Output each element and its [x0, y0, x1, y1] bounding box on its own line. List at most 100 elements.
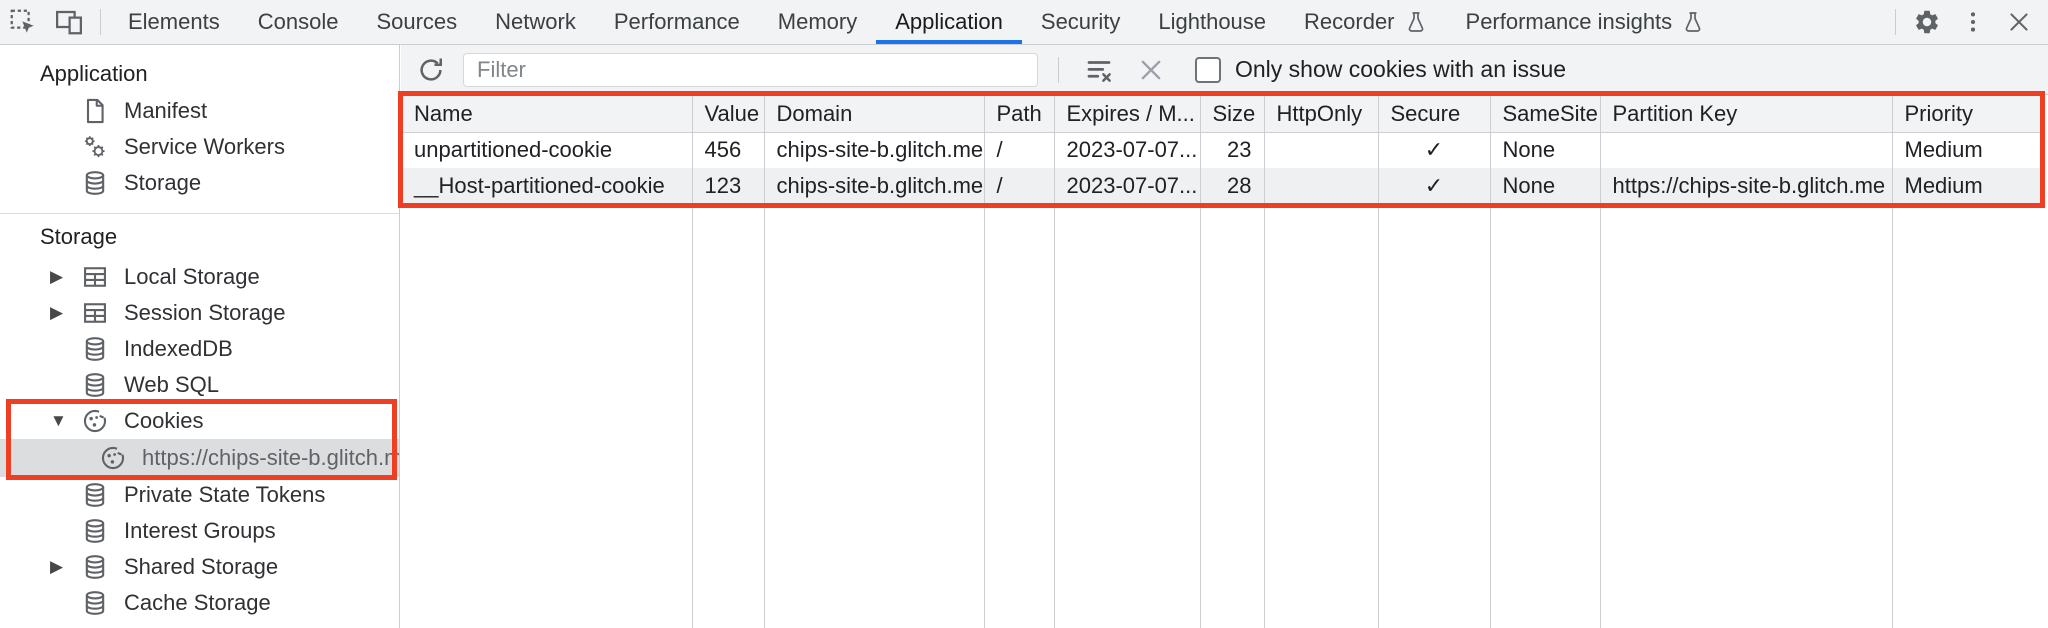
cell-samesite[interactable]: None	[1490, 168, 1601, 204]
column-header-httponly[interactable]: HttpOnly	[1264, 96, 1379, 133]
delete-all-cookies-button[interactable]	[1131, 50, 1171, 90]
refresh-button[interactable]	[411, 50, 451, 90]
cell-expires[interactable]: 2023-07-07...	[1054, 168, 1201, 204]
inspect-element-button[interactable]	[0, 0, 46, 44]
cell-value[interactable]: 123	[692, 168, 765, 204]
sidebar-item-web-sql[interactable]: Web SQL	[0, 367, 399, 403]
experiment-flask-icon	[1408, 12, 1423, 32]
chevron-down-icon[interactable]: ▼	[50, 411, 67, 430]
cell-name[interactable]: __Host-partitioned-cookie	[402, 168, 693, 204]
refresh-icon	[420, 58, 442, 81]
sidebar-item-storage[interactable]: Storage	[0, 165, 399, 201]
cookies-toolbar: Only show cookies with an issue	[401, 45, 2048, 95]
close-icon	[2010, 13, 2028, 31]
more-options-button[interactable]	[1950, 0, 1996, 44]
column-header-samesite[interactable]: SameSite	[1490, 96, 1601, 133]
cell-priority[interactable]: Medium	[1904, 137, 1983, 163]
tab-application[interactable]: Application	[876, 0, 1022, 44]
service-workers-gears-icon	[80, 132, 110, 162]
column-header-expires[interactable]: Expires / M...	[1054, 96, 1201, 133]
cell-path[interactable]: /	[984, 132, 1055, 168]
sidebar-item-service-workers[interactable]: Service Workers	[0, 129, 399, 165]
tab-label: Elements	[128, 9, 220, 34]
table-row[interactable]: unpartitioned-cookie 456 chips-site-b.gl…	[402, 132, 2040, 168]
column-header-value[interactable]: Value	[692, 96, 765, 133]
column-header-name[interactable]: Name	[402, 96, 693, 133]
sidebar-item-manifest[interactable]: Manifest	[0, 93, 399, 129]
tab-console[interactable]: Console	[239, 0, 358, 44]
column-header-secure[interactable]: Secure	[1378, 96, 1491, 133]
database-icon	[80, 370, 110, 400]
toggle-device-toolbar-button[interactable]	[46, 0, 92, 44]
tab-recorder[interactable]: Recorder	[1285, 0, 1446, 44]
cell-value[interactable]: 456	[692, 132, 765, 168]
chevron-right-icon[interactable]: ▶	[50, 557, 64, 576]
filter-input[interactable]	[463, 52, 1038, 87]
close-devtools-button[interactable]	[1996, 0, 2042, 44]
tab-label: Memory	[777, 9, 858, 34]
only-issue-cookies-checkbox[interactable]	[1195, 56, 1221, 83]
cookie-icon	[80, 406, 110, 436]
cell-path[interactable]: /	[984, 168, 1055, 204]
database-icon	[80, 168, 110, 198]
sidebar-item-indexeddb[interactable]: IndexedDB	[0, 331, 399, 367]
sidebar-item-private-state-tokens[interactable]: Private State Tokens	[0, 477, 399, 513]
cell-samesite[interactable]: None	[1490, 132, 1601, 168]
sidebar-section-application: Application	[40, 61, 148, 86]
table-grid-icon	[80, 298, 110, 328]
cell-priority[interactable]: Medium	[1892, 168, 2040, 204]
sidebar-item-cookies[interactable]: ▼ Cookies	[0, 403, 399, 439]
sidebar-section-storage: Storage	[0, 213, 399, 259]
tab-performance-insights[interactable]: Performance insights	[1447, 0, 1725, 44]
sidebar-item-label: Cookies	[124, 408, 204, 433]
database-icon	[80, 334, 110, 364]
chevron-right-icon[interactable]: ▶	[50, 303, 64, 322]
tabbar-divider	[1895, 9, 1896, 35]
cell-size[interactable]: 28	[1200, 168, 1265, 204]
tab-label: Security	[1040, 9, 1121, 34]
tab-security[interactable]: Security	[1022, 0, 1139, 44]
cell-domain[interactable]: chips-site-b.glitch.me	[764, 168, 985, 204]
sidebar-item-label: Web SQL	[124, 372, 219, 397]
cell-httponly[interactable]	[1264, 132, 1379, 168]
column-header-partition-key[interactable]: Partition Key	[1600, 96, 1893, 133]
tab-lighthouse[interactable]: Lighthouse	[1139, 0, 1285, 44]
chevron-right-icon[interactable]: ▶	[50, 267, 64, 286]
tab-memory[interactable]: Memory	[759, 0, 876, 44]
sidebar-item-local-storage[interactable]: ▶ Local Storage	[0, 259, 399, 295]
tab-label: Sources	[376, 9, 458, 34]
tab-performance[interactable]: Performance	[595, 0, 759, 44]
cell-size[interactable]: 23	[1200, 132, 1265, 168]
sidebar-item-session-storage[interactable]: ▶ Session Storage	[0, 295, 399, 331]
sidebar-item-shared-storage[interactable]: ▶ Shared Storage	[0, 549, 399, 585]
cell-expires[interactable]: 2023-07-07...	[1054, 132, 1201, 168]
tab-network[interactable]: Network	[476, 0, 595, 44]
cell-partition-key[interactable]	[1600, 132, 1893, 168]
column-header-priority[interactable]: Priority	[1892, 96, 2040, 133]
table-row[interactable]: __Host-partitioned-cookie 123 chips-site…	[402, 168, 2040, 204]
tab-label: Network	[495, 9, 576, 34]
clear-filter-button[interactable]	[1079, 50, 1119, 90]
sidebar-item-interest-groups[interactable]: Interest Groups	[0, 513, 399, 549]
cell-name[interactable]: unpartitioned-cookie	[402, 132, 693, 168]
cell-secure[interactable]: ✓	[1378, 132, 1491, 168]
sidebar-item-cookie-origin[interactable]: https://chips-site-b.glitch.me	[0, 439, 399, 477]
three-dots-vertical-icon	[1970, 12, 1976, 32]
tab-sources[interactable]: Sources	[357, 0, 476, 44]
column-header-domain[interactable]: Domain	[764, 96, 985, 133]
column-header-path[interactable]: Path	[984, 96, 1055, 133]
sidebar-item-label: Service Workers	[124, 134, 285, 159]
sidebar-item-cache-storage[interactable]: Cache Storage	[0, 585, 399, 621]
sidebar-item-label: Local Storage	[124, 264, 260, 289]
column-header-size[interactable]: Size	[1200, 96, 1265, 133]
cell-httponly[interactable]	[1264, 168, 1379, 204]
cell-partition-key[interactable]: https://chips-site-b.glitch.me	[1600, 168, 1893, 204]
tab-elements[interactable]: Elements	[109, 0, 239, 44]
cell-domain[interactable]: chips-site-b.glitch.me	[764, 132, 985, 168]
cell-secure[interactable]: ✓	[1378, 168, 1491, 204]
database-icon	[80, 480, 110, 510]
tab-label: Performance	[613, 9, 740, 34]
settings-button[interactable]	[1904, 0, 1950, 44]
manifest-document-icon	[80, 96, 110, 126]
